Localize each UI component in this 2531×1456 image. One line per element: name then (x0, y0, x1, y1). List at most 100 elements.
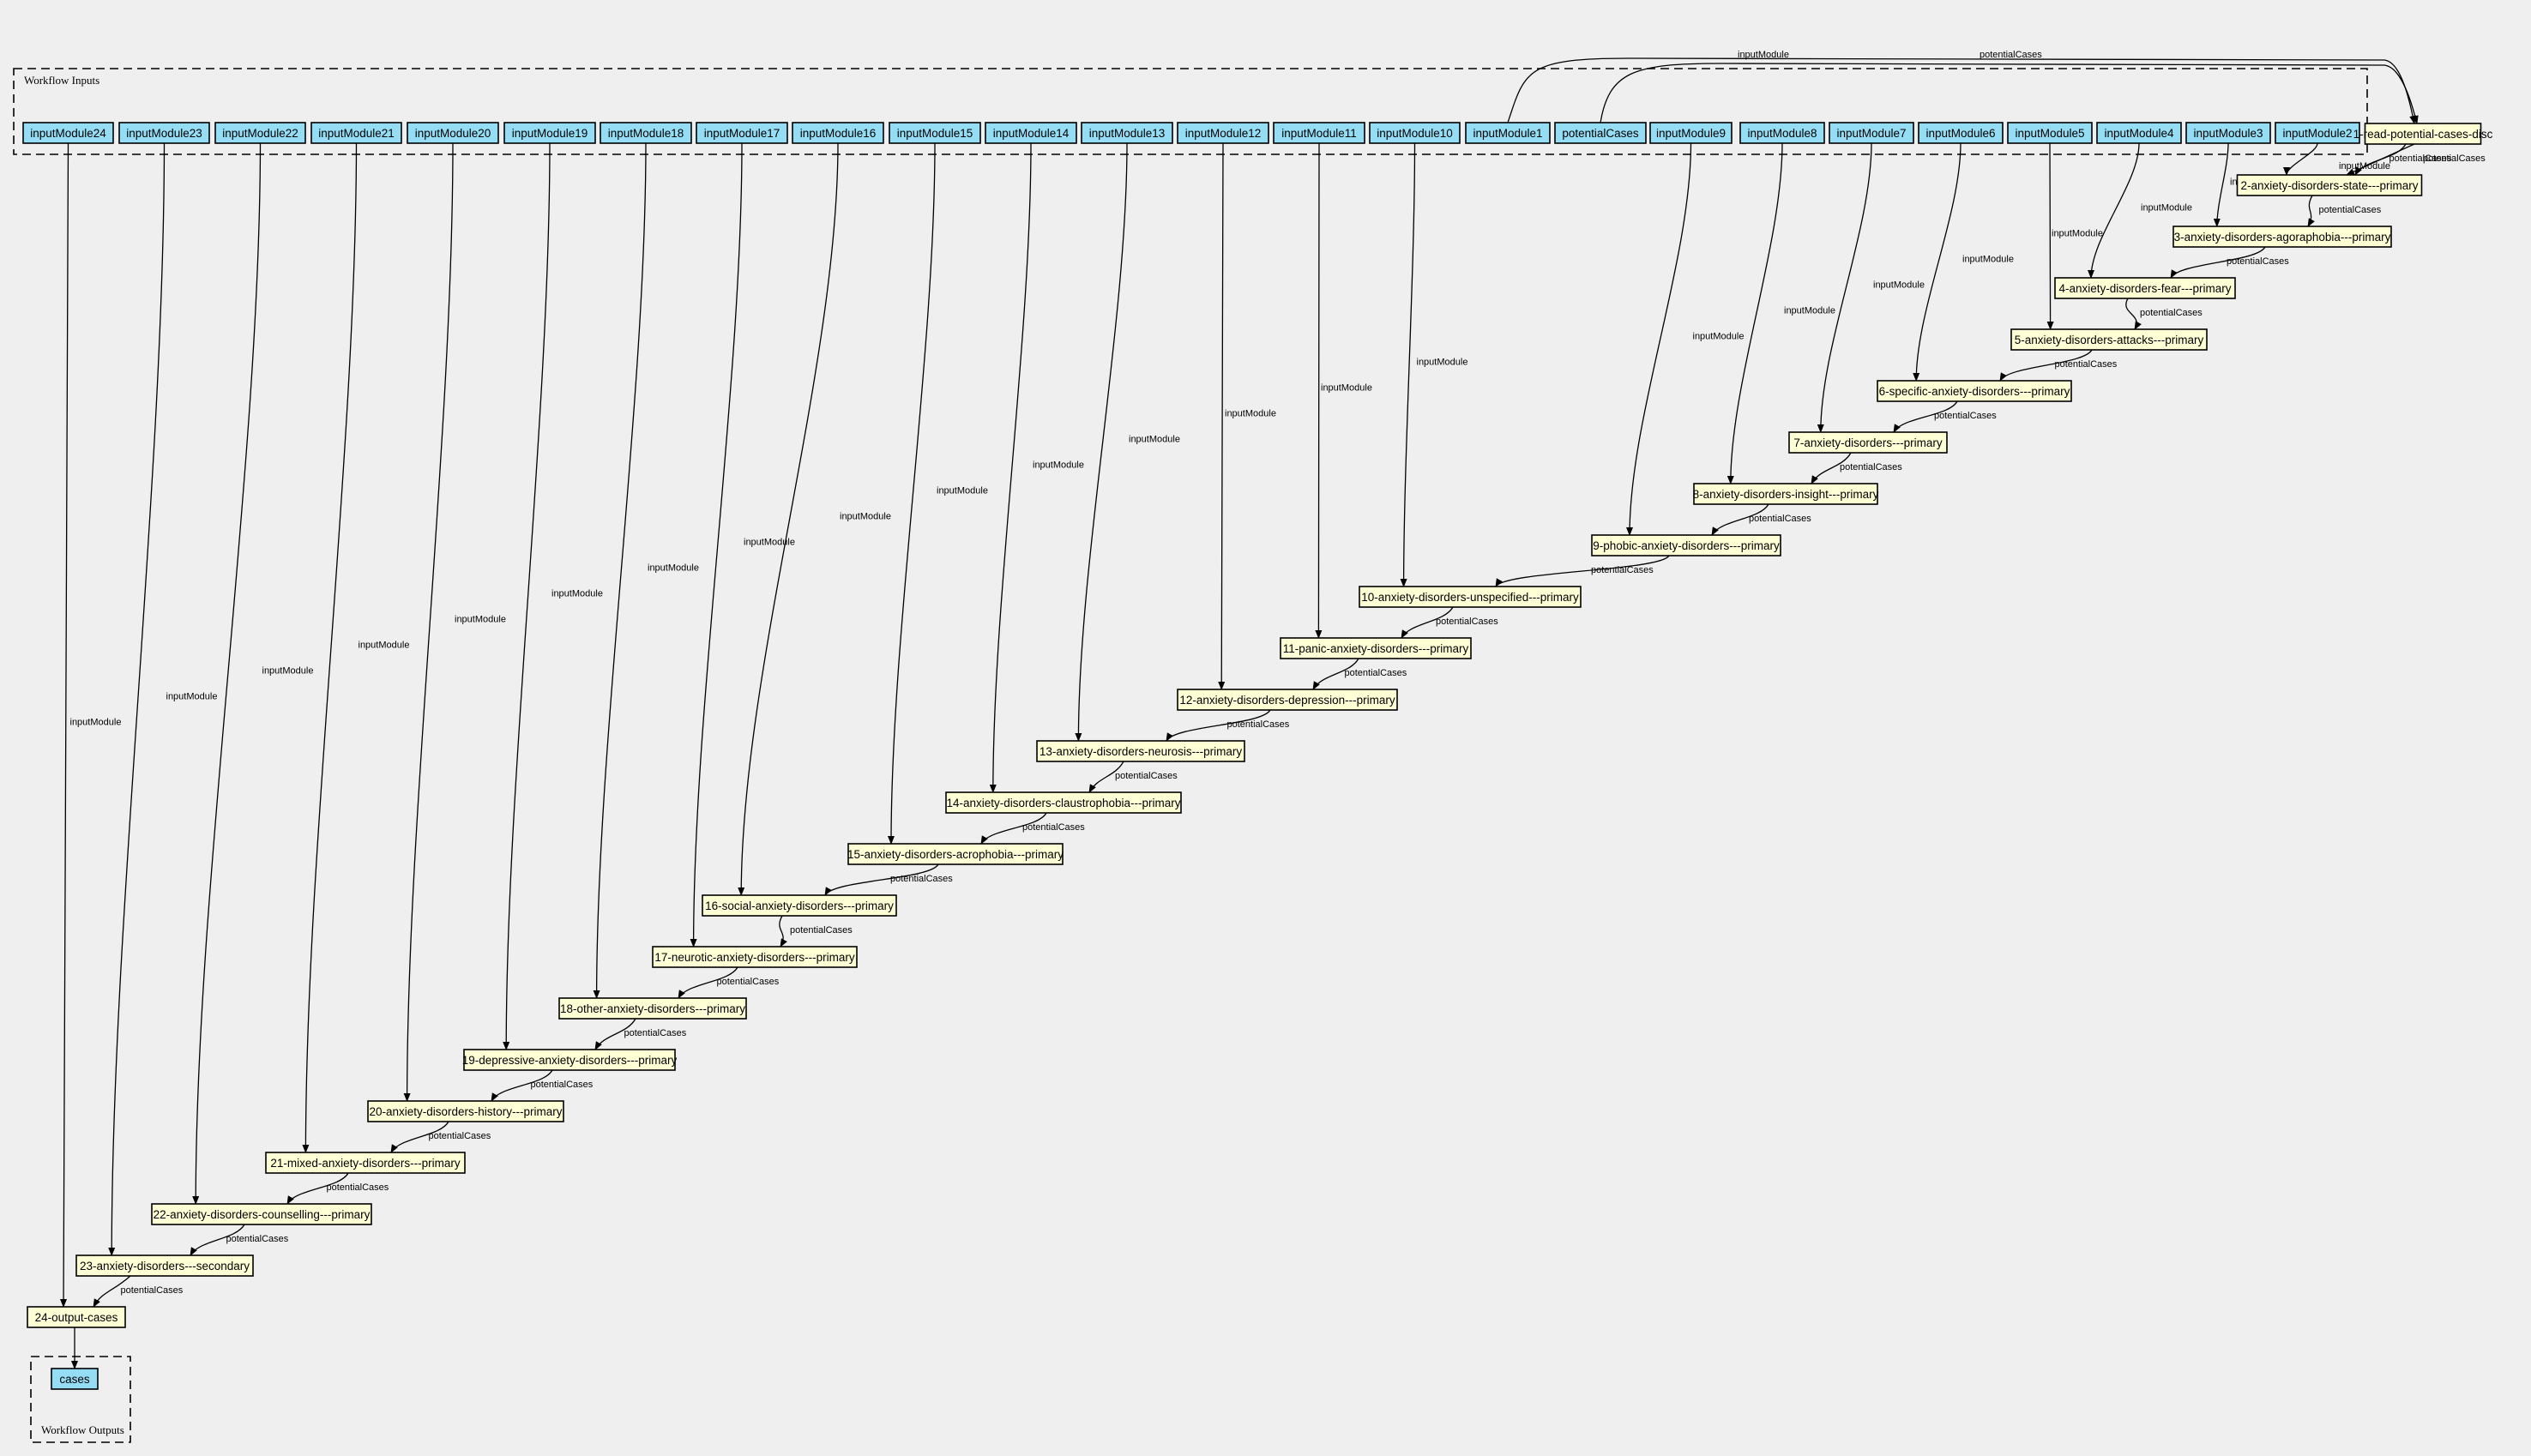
step-node-15[interactable]: 15-anxiety-disorders-acrophobia---primar… (847, 843, 1064, 865)
step-node-label: 6-specific-anxiety-disorders---primary (1879, 385, 2070, 398)
input-node-label: potentialCases (1562, 127, 1639, 140)
step-node-label: 3-anxiety-disorders-agoraphobia---primar… (2174, 231, 2391, 244)
step-node-7[interactable]: 7-anxiety-disorders---primary (1788, 431, 1948, 454)
input-node-inputmodule20[interactable]: inputModule20 (407, 122, 499, 144)
input-node-inputmodule1[interactable]: inputModule1 (1465, 122, 1551, 144)
step-node-14[interactable]: 14-anxiety-disorders-claustrophobia---pr… (945, 791, 1182, 814)
edge-input-module (1626, 142, 1692, 536)
step-node-box (463, 1049, 676, 1071)
step-node-box (1788, 431, 1948, 454)
input-node-label: inputModule17 (704, 127, 780, 140)
input-node-label: inputModule3 (2193, 127, 2263, 140)
input-node-box (503, 122, 596, 144)
input-node-inputmodule19[interactable]: inputModule19 (503, 122, 596, 144)
input-node-box (1465, 122, 1551, 144)
step-node-label: 19-depressive-anxiety-disorders---primar… (462, 1054, 678, 1067)
input-node-inputmodule18[interactable]: inputModule18 (600, 122, 692, 144)
input-node-inputmodule16[interactable]: inputModule16 (792, 122, 884, 144)
input-node-inputmodule8[interactable]: inputModule8 (1739, 122, 1825, 144)
edge-input-module (888, 142, 936, 845)
input-node-label: inputModule16 (800, 127, 877, 140)
edge-label-potential-cases: potentialCases (1980, 50, 2042, 60)
input-node-inputmodule22[interactable]: inputModule22 (214, 122, 306, 144)
step-node-box (1359, 586, 1582, 608)
edge-label-input-module: inputModule (744, 538, 795, 548)
step-node-24[interactable]: 24-output-cases (27, 1306, 126, 1328)
edge-label-input-module: inputModule (1225, 409, 1276, 419)
step-node-3[interactable]: 3-anxiety-disorders-agoraphobia---primar… (2172, 226, 2392, 248)
input-node-label: inputModule10 (1377, 127, 1453, 140)
input-node-box (2275, 122, 2360, 144)
input-node-inputmodule7[interactable]: inputModule7 (1829, 122, 1914, 144)
step-node-box (558, 997, 747, 1020)
input-node-inputmodule11[interactable]: inputModule11 (1273, 122, 1365, 144)
input-node-inputmodule6[interactable]: inputModule6 (1918, 122, 2004, 144)
input-node-box (696, 122, 788, 144)
edge-input-module (989, 142, 1032, 793)
step-node-23[interactable]: 23-anxiety-disorders---secondary (75, 1254, 254, 1277)
edge-label-input-module: inputModule (648, 563, 699, 574)
step-node-10[interactable]: 10-anxiety-disorders-unspecified---prima… (1359, 586, 1582, 608)
step-node-box (2364, 123, 2482, 145)
input-node-inputmodule14[interactable]: inputModule14 (985, 122, 1077, 144)
edge-potential-cases (2346, 143, 2415, 176)
step-node-18[interactable]: 18-other-anxiety-disorders---primary (558, 997, 747, 1020)
input-node-label: inputModule23 (126, 127, 202, 140)
input-node-inputmodule24[interactable]: inputModule24 (22, 122, 114, 144)
input-node-label: inputModule21 (318, 127, 395, 140)
step-node-label: 4-anxiety-disorders-fear---primary (2058, 282, 2231, 295)
input-node-inputmodule15[interactable]: inputModule15 (889, 122, 981, 144)
step-node-4[interactable]: 4-anxiety-disorders-fear---primary (2054, 277, 2236, 299)
output-node-cases[interactable]: cases (51, 1368, 99, 1390)
step-node-19[interactable]: 19-depressive-anxiety-disorders---primar… (462, 1049, 678, 1071)
step-node-13[interactable]: 13-anxiety-disorders-neurosis---primary (1036, 740, 1245, 762)
step-node-11[interactable]: 11-panic-anxiety-disorders---primary (1280, 637, 1472, 659)
step-node-9[interactable]: 9-phobic-anxiety-disorders---primary (1591, 534, 1781, 557)
edge-input-module (1817, 142, 1872, 433)
input-node-box (310, 122, 402, 144)
input-node-inputmodule23[interactable]: inputModule23 (118, 122, 210, 144)
edge-input-module (2046, 142, 2054, 330)
edge-input-module (2283, 142, 2318, 176)
input-node-potentialcases[interactable]: potentialCases (1554, 122, 1647, 144)
input-node-inputmodule5[interactable]: inputModule5 (2007, 122, 2093, 144)
edge-potential-cases (594, 1018, 636, 1050)
step-node-17[interactable]: 17-neurotic-anxiety-disorders---primary (652, 946, 858, 968)
step-node-box (151, 1203, 372, 1225)
input-node-box (600, 122, 692, 144)
input-node-inputmodule13[interactable]: inputModule13 (1081, 122, 1173, 144)
input-node-inputmodule21[interactable]: inputModule21 (310, 122, 402, 144)
input-node-inputmodule2[interactable]: inputModule2 (2275, 122, 2360, 144)
edge-potential-cases (93, 1275, 131, 1308)
step-node-12[interactable]: 12-anxiety-disorders-depression---primar… (1177, 689, 1398, 711)
edge-label-input-module: inputModule (1962, 255, 2014, 265)
input-node-inputmodule12[interactable]: inputModule12 (1177, 122, 1269, 144)
edge-input-module (1315, 142, 1323, 639)
step-node-6[interactable]: 6-specific-anxiety-disorders---primary (1877, 380, 2072, 402)
step-node-label: 16-social-anxiety-disorders---primary (705, 899, 894, 912)
step-node-label: 23-anxiety-disorders---secondary (80, 1260, 250, 1272)
step-node-21[interactable]: 21-mixed-anxiety-disorders---primary (265, 1152, 466, 1174)
step-node-2[interactable]: 2-anxiety-disorders-state---primary (2236, 174, 2423, 196)
step-node-22[interactable]: 22-anxiety-disorders-counselling---prima… (151, 1203, 372, 1225)
edge-potential-cases (1811, 452, 1852, 484)
input-node-inputmodule10[interactable]: inputModule10 (1369, 122, 1461, 144)
input-node-inputmodule4[interactable]: inputModule4 (2096, 122, 2182, 144)
edge-potential-cases (1711, 503, 1769, 536)
step-node-label: 13-anxiety-disorders-neurosis---primary (1040, 745, 1243, 758)
step-node-8[interactable]: 8-anxiety-disorders-insight---primary (1693, 483, 1879, 505)
step-node-box (2054, 277, 2236, 299)
input-node-label: inputModule8 (1747, 127, 1817, 140)
step-node-label: 5-anxiety-disorders-attacks---primary (2015, 334, 2204, 346)
input-node-inputmodule3[interactable]: inputModule3 (2185, 122, 2271, 144)
edge-input-module (403, 142, 454, 1102)
step-node-5[interactable]: 5-anxiety-disorders-attacks---primary (2010, 328, 2208, 351)
input-node-box (22, 122, 114, 144)
step-node-20[interactable]: 20-anxiety-disorders-history---primary (367, 1100, 564, 1122)
input-node-inputmodule17[interactable]: inputModule17 (696, 122, 788, 144)
edge-potential-cases (1166, 709, 1271, 742)
input-node-inputmodule9[interactable]: inputModule9 (1649, 122, 1733, 144)
step-node-label: 17-neurotic-anxiety-disorders---primary (654, 951, 855, 964)
step-node-16[interactable]: 16-social-anxiety-disorders---primary (702, 894, 897, 917)
step-node-1[interactable]: 1-read-potential-cases-disc (2353, 123, 2493, 145)
